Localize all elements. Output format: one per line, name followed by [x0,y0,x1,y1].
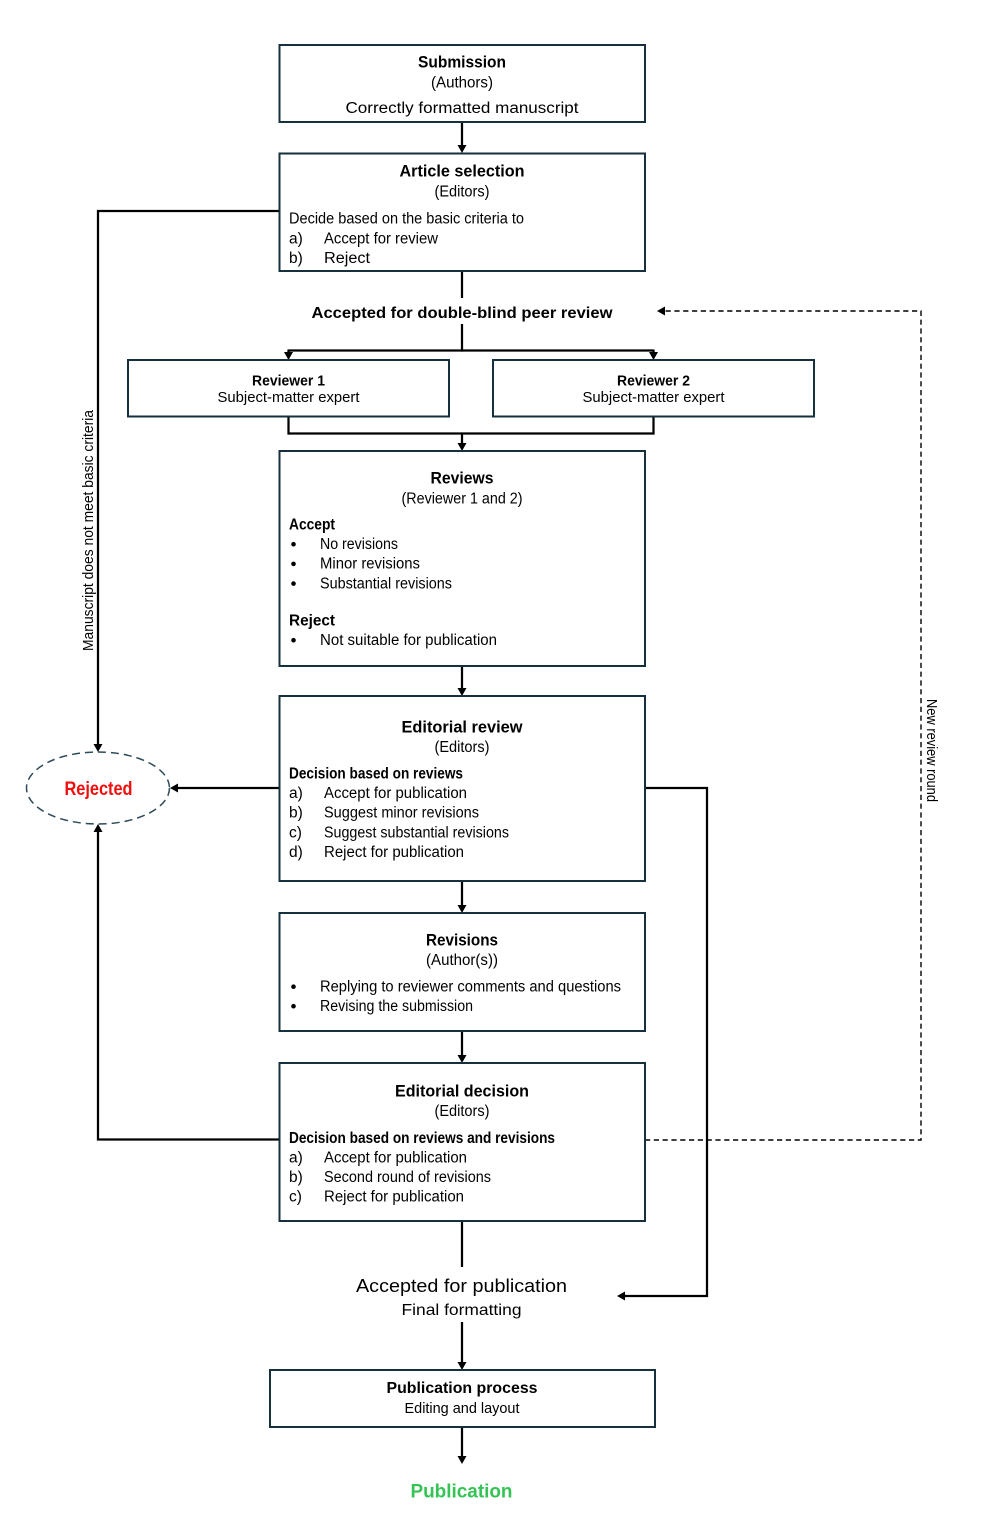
svg-text:(Reviewer 1 and 2): (Reviewer 1 and 2) [402,491,523,508]
svg-text:Reject for publication: Reject for publication [324,844,464,861]
svg-text:No revisions: No revisions [320,536,398,553]
svg-text:Suggest substantial revisions: Suggest substantial revisions [324,824,509,841]
svg-text:b): b) [289,1169,303,1186]
svg-text:Replying to reviewer comments: Replying to reviewer comments and questi… [320,979,621,996]
svg-text:(Editors): (Editors) [435,184,490,201]
svg-text:Reject: Reject [289,613,335,630]
svg-text:Editorial decision: Editorial decision [395,1082,529,1101]
svg-text:Reject: Reject [324,250,371,267]
svg-text:a): a) [289,785,303,802]
svg-text:Decide based on the basic crit: Decide based on the basic criteria to [289,211,524,228]
svg-text:Submission: Submission [418,53,506,72]
svg-text:Revising the submission: Revising the submission [320,998,473,1015]
svg-text:Publication process: Publication process [387,1380,538,1397]
svg-text:(Editors): (Editors) [435,739,490,756]
svg-text:Reviews: Reviews [431,469,494,488]
svg-text:Final formatting: Final formatting [402,1302,522,1319]
svg-text:Reviewer 2: Reviewer 2 [617,373,690,390]
svg-text:Accepted for publication: Accepted for publication [356,1275,567,1296]
svg-text:Article selection: Article selection [400,162,525,181]
svg-text:Accept: Accept [289,517,335,534]
svg-text:Reviewer 1: Reviewer 1 [252,373,325,390]
svg-text:New review round: New review round [923,699,939,802]
svg-text:Reject for publication: Reject for publication [324,1189,464,1206]
svg-text:Rejected: Rejected [65,778,133,800]
svg-text:Editorial review: Editorial review [402,718,524,737]
svg-text:Subject-matter expert: Subject-matter expert [218,389,361,406]
svg-text:Not suitable for publication: Not suitable for publication [320,632,497,649]
svg-text:Accepted for double-blind peer: Accepted for double-blind peer review [312,305,614,322]
svg-text:Publication: Publication [411,1481,513,1503]
svg-text:Decision based on reviews: Decision based on reviews [289,766,463,783]
svg-text:d): d) [289,844,303,861]
svg-text:Manuscript does not meet basic: Manuscript does not meet basic criteria [81,409,97,651]
svg-text:b): b) [289,805,303,822]
svg-text:Accept for publication: Accept for publication [324,1149,467,1166]
svg-text:Accept for review: Accept for review [324,230,439,247]
svg-text:Suggest minor revisions: Suggest minor revisions [324,805,479,822]
svg-text:Revisions: Revisions [426,931,498,950]
svg-text:(Author(s)): (Author(s)) [426,952,498,969]
svg-text:Decision based on reviews and: Decision based on reviews and revisions [289,1130,555,1147]
svg-text:Second round of revisions: Second round of revisions [324,1169,491,1186]
svg-text:c): c) [289,1189,302,1206]
svg-text:b): b) [289,250,303,267]
svg-text:Subject-matter expert: Subject-matter expert [583,389,726,406]
svg-text:Editing and layout: Editing and layout [405,1401,520,1417]
svg-text:(Editors): (Editors) [435,1103,490,1120]
svg-text:a): a) [289,230,303,247]
svg-text:Correctly formatted manuscript: Correctly formatted manuscript [346,100,580,117]
svg-text:Minor revisions: Minor revisions [320,556,420,573]
svg-text:c): c) [289,824,302,841]
svg-text:a): a) [289,1149,303,1166]
svg-text:(Authors): (Authors) [431,75,493,92]
svg-text:Accept for publication: Accept for publication [324,785,467,802]
svg-text:Substantial revisions: Substantial revisions [320,575,452,592]
